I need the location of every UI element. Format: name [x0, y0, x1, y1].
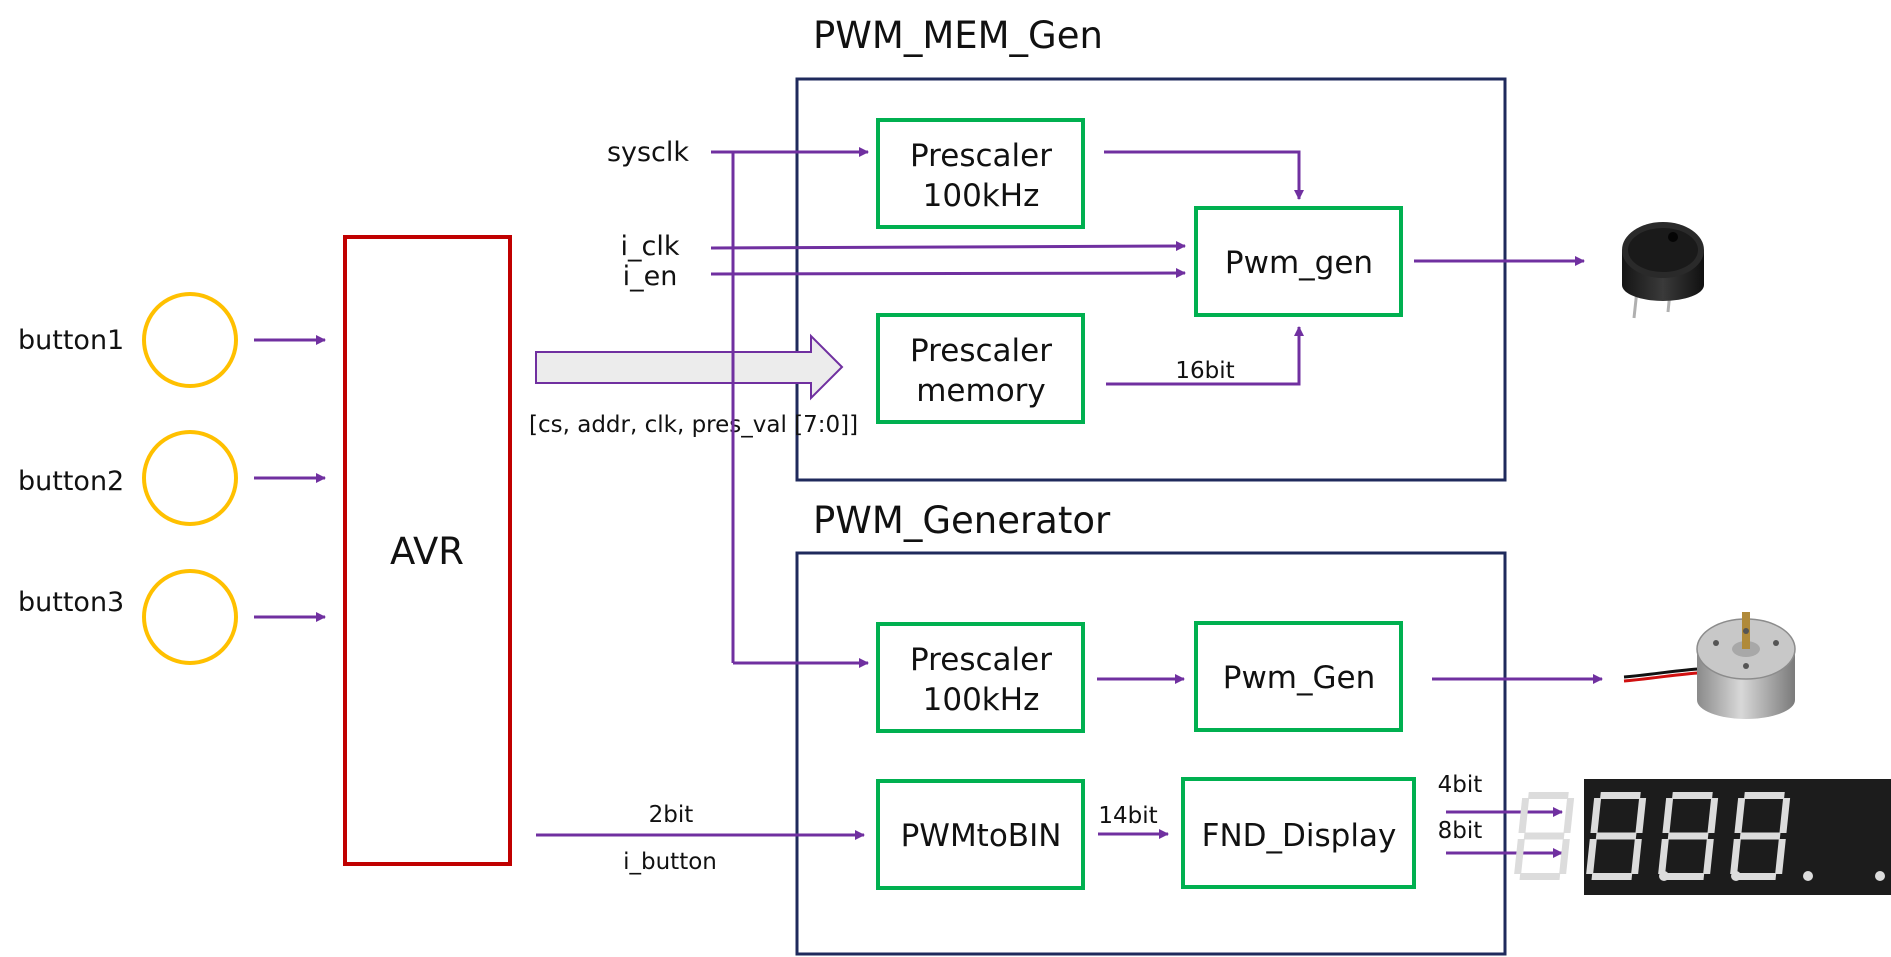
i-clk-wire [710, 241, 1186, 252]
segment [1595, 832, 1637, 840]
prescaler-100khz-2-line2: 100kHz [923, 682, 1040, 718]
segment [1590, 798, 1602, 833]
pwm-mem-gen-title: PWM_MEM_Gen [813, 14, 1103, 57]
button2-circle [142, 430, 238, 526]
prescaler-100khz-block-2 [876, 622, 1085, 733]
button2-label: button2 [18, 466, 124, 497]
segment [1779, 798, 1791, 833]
prescaler-100khz-block [876, 118, 1085, 229]
decimal-point [1875, 871, 1885, 881]
prescaler-memory-block [876, 313, 1085, 424]
i-clk-label: i_clk [621, 231, 680, 262]
segment [1667, 832, 1709, 840]
segment [1635, 798, 1647, 833]
segment [1662, 798, 1674, 833]
avr-label: AVR [390, 530, 464, 573]
segment [1775, 839, 1786, 874]
width-2bit-label: 2bit [649, 802, 694, 828]
segment [1735, 873, 1777, 880]
pwm-generator-module [795, 551, 1507, 956]
segment [1528, 792, 1569, 799]
i-button-label: i_button [623, 849, 717, 875]
segment [1563, 798, 1575, 833]
pwm-generator-title: PWM_Generator [813, 499, 1111, 542]
segment [1663, 873, 1705, 880]
segment [1707, 798, 1719, 833]
dc-motor-icon [1623, 612, 1796, 719]
fnd-display-label: FND_Display [1202, 818, 1397, 854]
buzzer-icon [1622, 222, 1704, 319]
segment [1734, 798, 1746, 833]
pwm-to-bin-block [876, 779, 1085, 890]
pwm-gen-2-label: Pwm_Gen [1223, 660, 1376, 696]
prescaler-100khz-line2: 100kHz [923, 178, 1040, 214]
i-en-label: i_en [623, 261, 678, 292]
segment [1591, 873, 1633, 880]
decimal-point [1803, 871, 1813, 881]
segment [1739, 832, 1781, 840]
width-16bit-label: 16bit [1175, 358, 1234, 384]
memory-to-pwm-gen-wire [1106, 326, 1304, 386]
segment [1631, 839, 1642, 874]
segment [1518, 798, 1530, 833]
prescaler-memory-line2: memory [916, 373, 1046, 409]
width-14bit-label: 14bit [1098, 803, 1157, 829]
segment [1730, 839, 1741, 874]
segment [1586, 839, 1597, 874]
sysclk-label: sysclk [607, 137, 689, 168]
avr-block [343, 235, 512, 866]
button3-label: button3 [18, 587, 124, 618]
bus-label: [cs, addr, clk, pres_val [7:0]] [529, 412, 858, 438]
pwm-gen-block [1194, 206, 1403, 317]
bus-arrow [535, 333, 844, 401]
i-en-wire [710, 268, 1186, 279]
fnd-display-block [1181, 777, 1416, 889]
pwm-gen-label: Pwm_gen [1225, 245, 1373, 281]
segment [1523, 832, 1565, 840]
seven-segment-display-icon [1514, 779, 1891, 895]
width-8bit-label: 8bit [1438, 818, 1483, 844]
button1-circle [142, 292, 238, 388]
pwm-mem-gen-module [795, 77, 1507, 482]
segment [1600, 792, 1641, 799]
segment [1703, 839, 1714, 874]
prescaler-to-pwm-gen-wire [1104, 150, 1304, 200]
pwm-gen-block-2 [1194, 621, 1403, 732]
segment [1658, 839, 1669, 874]
button3-circle [142, 569, 238, 665]
prescaler-100khz-2-line1: Prescaler [910, 642, 1052, 678]
segment [1519, 873, 1561, 880]
prescaler-memory-line1: Prescaler [910, 333, 1052, 369]
pwm-to-bin-label: PWMtoBIN [901, 818, 1062, 854]
segment [1744, 792, 1785, 799]
segment [1559, 839, 1570, 874]
button1-label: button1 [18, 325, 124, 356]
prescaler-100khz-line1: Prescaler [910, 138, 1052, 174]
segment [1514, 839, 1525, 874]
segment [1672, 792, 1713, 799]
width-4bit-label: 4bit [1438, 772, 1483, 798]
